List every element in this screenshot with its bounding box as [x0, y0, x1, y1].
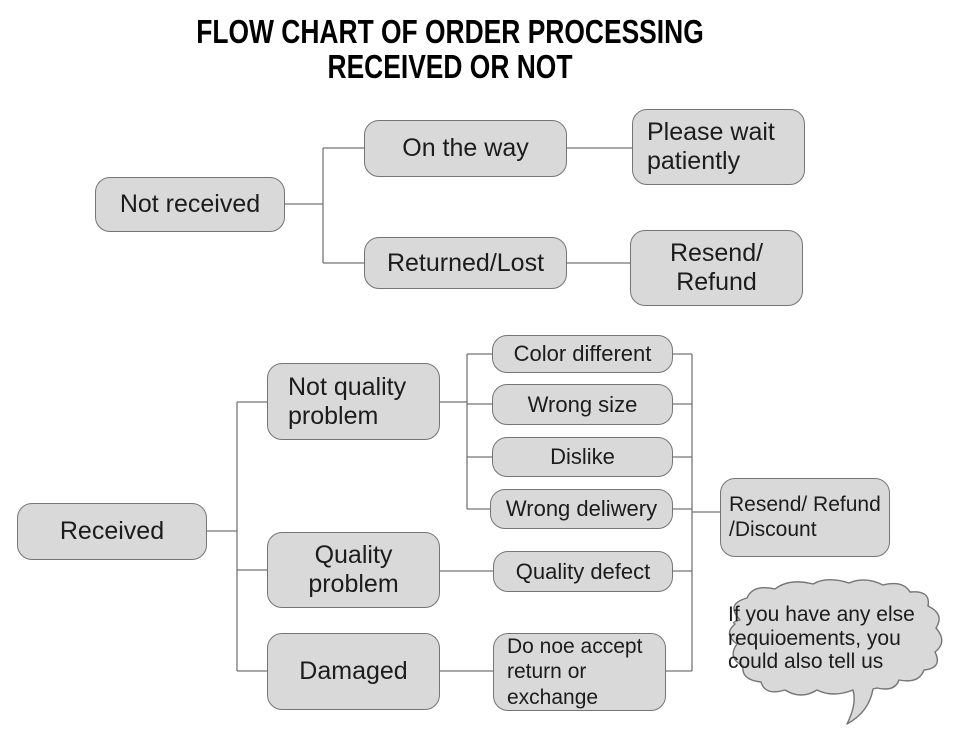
chart-title-line1: FLOW CHART OF ORDER PROCESSING — [196, 13, 704, 50]
speech-bubble: If you have any else requioements, you c… — [705, 576, 960, 730]
speech-bubble-shape — [728, 579, 943, 725]
node-not-received: Not received — [95, 177, 285, 232]
node-received: Received — [17, 503, 207, 560]
node-please-wait-patiently: Please wait patiently — [632, 109, 805, 185]
node-dislike: Dislike — [492, 437, 673, 477]
node-returned-lost: Returned/Lost — [364, 237, 567, 289]
chart-title-line2: RECEIVED OR NOT — [327, 48, 573, 85]
node-quality-problem: Quality problem — [267, 532, 440, 608]
node-color-different: Color different — [492, 335, 673, 373]
node-wrong-delivery: Wrong deliwery — [490, 489, 673, 529]
node-resend-refund: Resend/ Refund — [630, 230, 803, 306]
node-damaged: Damaged — [267, 633, 440, 710]
node-resend-refund-discount: Resend/ Refund /Discount — [720, 478, 890, 557]
node-quality-defect: Quality defect — [493, 551, 673, 592]
node-on-the-way: On the way — [364, 120, 567, 177]
speech-bubble-text: If you have any else requioements, you c… — [728, 603, 915, 673]
chart-title: FLOW CHART OF ORDER PROCESSING RECEIVED … — [0, 14, 900, 84]
node-wrong-size: Wrong size — [492, 384, 673, 425]
node-no-return-exchange: Do noe accept return or exchange — [493, 633, 666, 711]
node-not-quality-problem: Not quality problem — [267, 363, 440, 440]
